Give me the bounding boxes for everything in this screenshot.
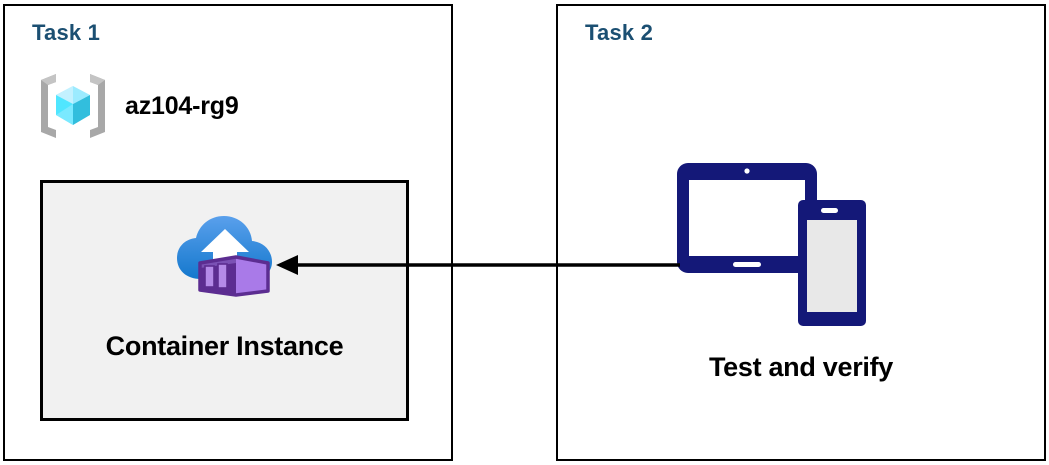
tablet-and-phone-icon [677, 163, 866, 326]
azure-container-instance-icon [176, 216, 272, 297]
resource-group-name: az104-rg9 [125, 91, 239, 120]
container-instance-label: Container Instance [105, 331, 344, 361]
task-2-title: Task 2 [585, 20, 654, 45]
resource-group-row: az104-rg9 [35, 68, 239, 144]
azure-resource-group-icon [41, 74, 105, 138]
container-instance-box: Container Instance [40, 180, 409, 421]
test-verify-label: Test and verify [708, 352, 894, 382]
task-1-panel: Task 1 az104-rg9 [3, 4, 453, 461]
task-1-title: Task 1 [32, 20, 101, 45]
